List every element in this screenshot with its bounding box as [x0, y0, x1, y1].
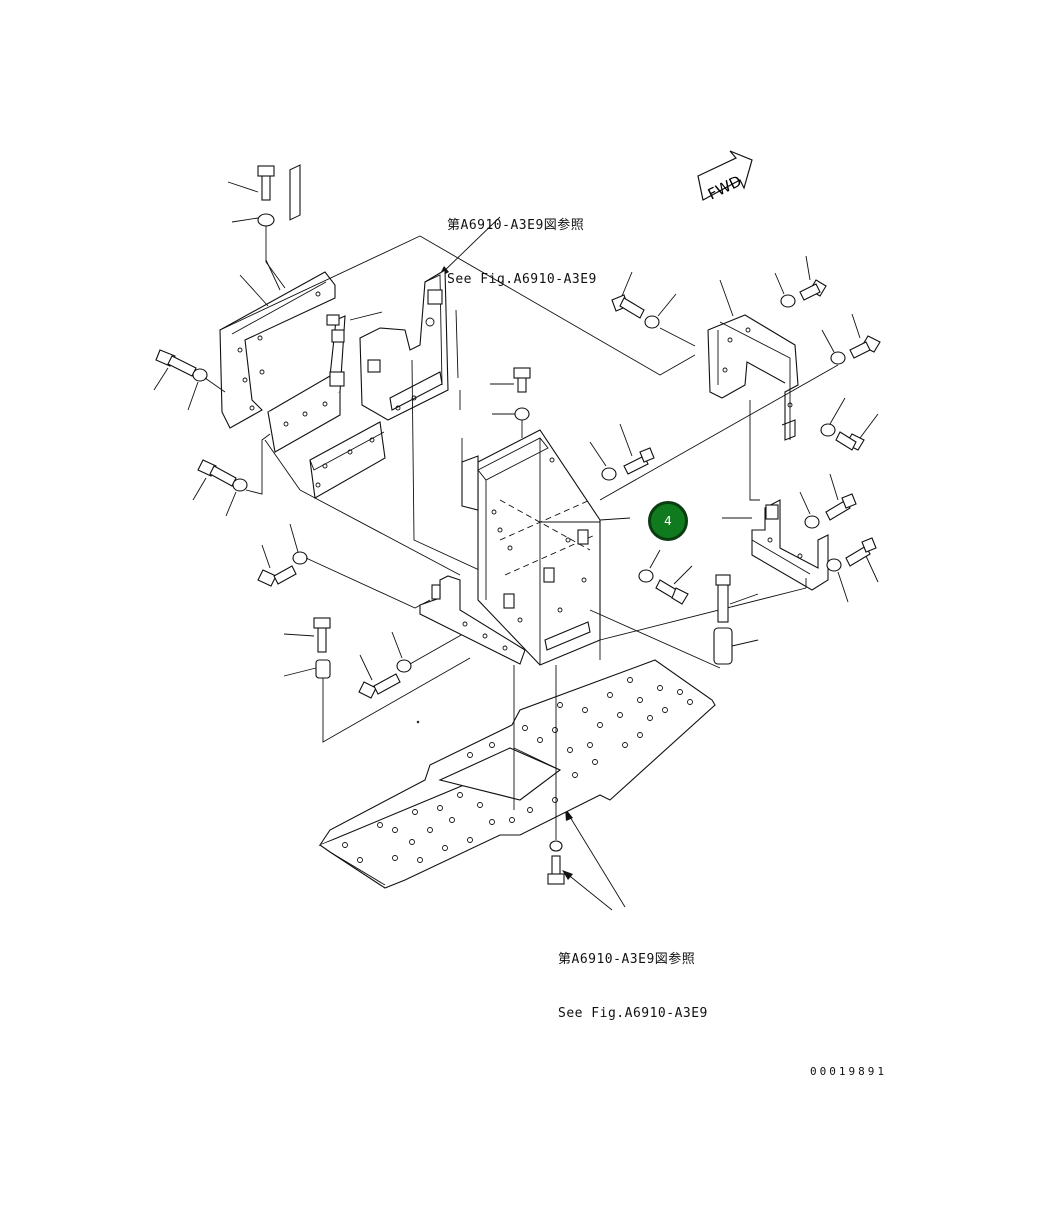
left-bracket-assembly: [219, 164, 386, 499]
left-bolt-set: [153, 165, 471, 743]
reference-top-en: See Fig.A6910-A3E9: [447, 272, 597, 287]
center-right-bolt-set: [589, 423, 721, 669]
bottom-bolt: [416, 640, 601, 885]
fwd-arrow-icon: FWD: [697, 150, 753, 204]
main-box-frame: [264, 429, 601, 666]
base-plate: [318, 659, 716, 889]
part-callout-button[interactable]: 4: [648, 501, 688, 541]
center-bolt: [490, 367, 531, 438]
reference-top-jp: 第A6910-A3E9図参照: [447, 218, 585, 233]
right-upper-bolt-set: [599, 255, 881, 501]
reference-leader-bottom: [562, 808, 626, 911]
figure-reference-top: 第A6910-A3E9図参照 See Fig.A6910-A3E9: [447, 181, 597, 307]
fwd-label: FWD: [705, 172, 744, 204]
figure-reference-bottom: 第A6910-A3E9図参照 See Fig.A6910-A3E9: [558, 915, 708, 1041]
plate-holes: [342, 677, 693, 863]
reference-bottom-jp: 第A6910-A3E9図参照: [558, 952, 696, 967]
drawing-number: 00019891: [810, 1065, 887, 1078]
right-lower-bracket: [599, 473, 879, 641]
center-upper-bracket: [349, 269, 501, 599]
vertical-bolt-spacer: [713, 574, 759, 665]
reference-bottom-en: See Fig.A6910-A3E9: [558, 1006, 708, 1021]
right-upper-bracket: [219, 235, 799, 501]
